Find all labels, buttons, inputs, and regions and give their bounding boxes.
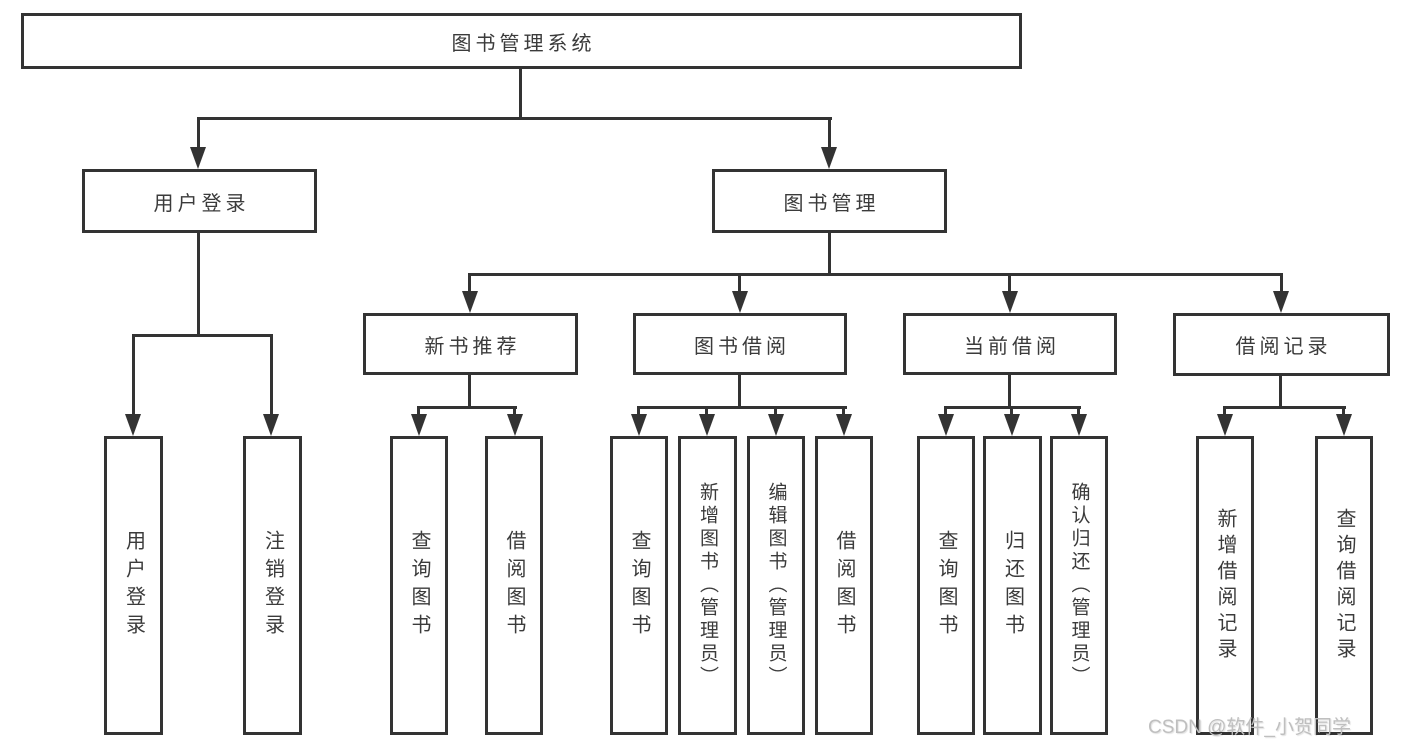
down-arrowhead-icon <box>462 291 478 313</box>
connector-current-drop-1 <box>944 406 947 418</box>
connector-root-drop-right <box>828 117 831 150</box>
connector-records-stem <box>1279 376 1282 409</box>
connector-records-drop-2 <box>1342 406 1345 418</box>
node-borrow-records: 借阅记录 <box>1173 313 1390 376</box>
down-arrowhead-icon <box>938 414 954 436</box>
leaf-current-confirm-return-admin: 确认归还（管理员） <box>1050 436 1108 735</box>
leaf-records-add-record-label: 新增借阅记录 <box>1214 507 1236 664</box>
connector-borrow-bar <box>637 406 847 409</box>
leaf-borrow-query-books-label: 查询图书 <box>628 529 650 642</box>
leaf-user-login-label: 用户登录 <box>122 529 145 642</box>
connector-mgmt-drop-4 <box>1280 273 1283 293</box>
connector-root-bar <box>197 117 832 120</box>
leaf-current-query-books: 查询图书 <box>917 436 975 735</box>
down-arrowhead-icon <box>1336 414 1352 436</box>
down-arrowhead-icon <box>836 414 852 436</box>
down-arrowhead-icon <box>1273 291 1289 313</box>
connector-borrow-drop-4 <box>842 406 845 418</box>
down-arrowhead-icon <box>631 414 647 436</box>
down-arrowhead-icon <box>1002 291 1018 313</box>
leaf-user-login: 用户登录 <box>104 436 163 735</box>
leaf-borrow-edit-books-admin-label: 编辑图书（管理员） <box>765 482 787 689</box>
csdn-watermark: CSDN @软件_小贺同学 <box>1148 717 1351 738</box>
node-current-borrow-label: 当前借阅 <box>964 335 1060 358</box>
connector-mgmt-stem <box>828 233 831 276</box>
leaf-current-query-books-label: 查询图书 <box>935 529 957 642</box>
node-current-borrow: 当前借阅 <box>903 313 1117 375</box>
leaf-logout-label: 注销登录 <box>261 529 284 642</box>
leaf-borrow-add-books-admin-label: 新增图书（管理员） <box>697 482 718 689</box>
connector-mgmt-drop-3 <box>1008 273 1011 293</box>
connector-user-bar <box>132 334 273 337</box>
down-arrowhead-icon <box>821 147 837 169</box>
connector-recommend-stem <box>468 375 471 409</box>
down-arrowhead-icon <box>699 414 715 436</box>
node-book-borrow: 图书借阅 <box>633 313 847 375</box>
connector-borrow-drop-1 <box>637 406 640 418</box>
leaf-recommend-borrow-books-label: 借阅图书 <box>503 529 525 642</box>
node-user-login-branch-label: 用户登录 <box>153 192 250 215</box>
connector-records-drop-1 <box>1223 406 1226 418</box>
leaf-recommend-query-books: 查询图书 <box>390 436 448 735</box>
connector-recommend-bar <box>417 406 517 409</box>
down-arrowhead-icon <box>1071 414 1087 436</box>
connector-borrow-drop-3 <box>774 406 777 418</box>
node-new-book-recommend: 新书推荐 <box>363 313 578 375</box>
node-user-login-branch: 用户登录 <box>82 169 317 233</box>
leaf-records-query-record-label: 查询借阅记录 <box>1333 507 1355 664</box>
leaf-records-query-record: 查询借阅记录 <box>1315 436 1373 735</box>
down-arrowhead-icon <box>732 291 748 313</box>
leaf-current-return-books-label: 归还图书 <box>1001 529 1024 642</box>
connector-user-drop-1 <box>132 334 135 416</box>
leaf-borrow-borrow-books-label: 借阅图书 <box>833 529 855 642</box>
down-arrowhead-icon <box>263 414 279 436</box>
connector-user-drop-2 <box>270 334 273 416</box>
leaf-borrow-edit-books-admin: 编辑图书（管理员） <box>747 436 805 735</box>
connector-mgmt-drop-2 <box>738 273 741 293</box>
node-root-label: 图书管理系统 <box>451 32 596 55</box>
down-arrowhead-icon <box>1217 414 1233 436</box>
node-new-book-recommend-label: 新书推荐 <box>424 335 521 358</box>
connector-mgmt-bar <box>468 273 1283 276</box>
down-arrowhead-icon <box>768 414 784 436</box>
leaf-borrow-query-books: 查询图书 <box>610 436 668 735</box>
node-book-management-branch-label: 图书管理 <box>783 192 880 215</box>
connector-mgmt-drop-1 <box>468 273 471 293</box>
connector-current-stem <box>1008 375 1011 409</box>
leaf-borrow-borrow-books: 借阅图书 <box>815 436 873 735</box>
connector-borrow-stem <box>738 375 741 409</box>
leaf-logout: 注销登录 <box>243 436 302 735</box>
down-arrowhead-icon <box>507 414 523 436</box>
leaf-current-return-books: 归还图书 <box>983 436 1042 735</box>
connector-borrow-drop-2 <box>705 406 708 418</box>
leaf-borrow-add-books-admin: 新增图书（管理员） <box>678 436 737 735</box>
leaf-current-confirm-return-admin-label: 确认归还（管理员） <box>1068 482 1090 689</box>
connector-records-bar <box>1223 406 1346 409</box>
leaf-recommend-borrow-books: 借阅图书 <box>485 436 543 735</box>
node-borrow-records-label: 借阅记录 <box>1235 336 1332 358</box>
connector-current-drop-2 <box>1010 406 1013 418</box>
connector-recommend-drop-1 <box>417 406 420 418</box>
node-book-management-branch: 图书管理 <box>712 169 947 233</box>
down-arrowhead-icon <box>411 414 427 436</box>
leaf-records-add-record: 新增借阅记录 <box>1196 436 1254 735</box>
connector-root-drop-left <box>197 117 200 150</box>
connector-user-stem <box>197 233 200 336</box>
down-arrowhead-icon <box>125 414 141 436</box>
connector-recommend-drop-2 <box>513 406 516 418</box>
node-book-borrow-label: 图书借阅 <box>694 335 790 358</box>
node-root-system: 图书管理系统 <box>21 13 1022 69</box>
connector-current-drop-3 <box>1077 406 1080 418</box>
down-arrowhead-icon <box>1004 414 1020 436</box>
down-arrowhead-icon <box>190 147 206 169</box>
leaf-recommend-query-books-label: 查询图书 <box>408 529 430 642</box>
connector-root-stem <box>519 69 522 120</box>
